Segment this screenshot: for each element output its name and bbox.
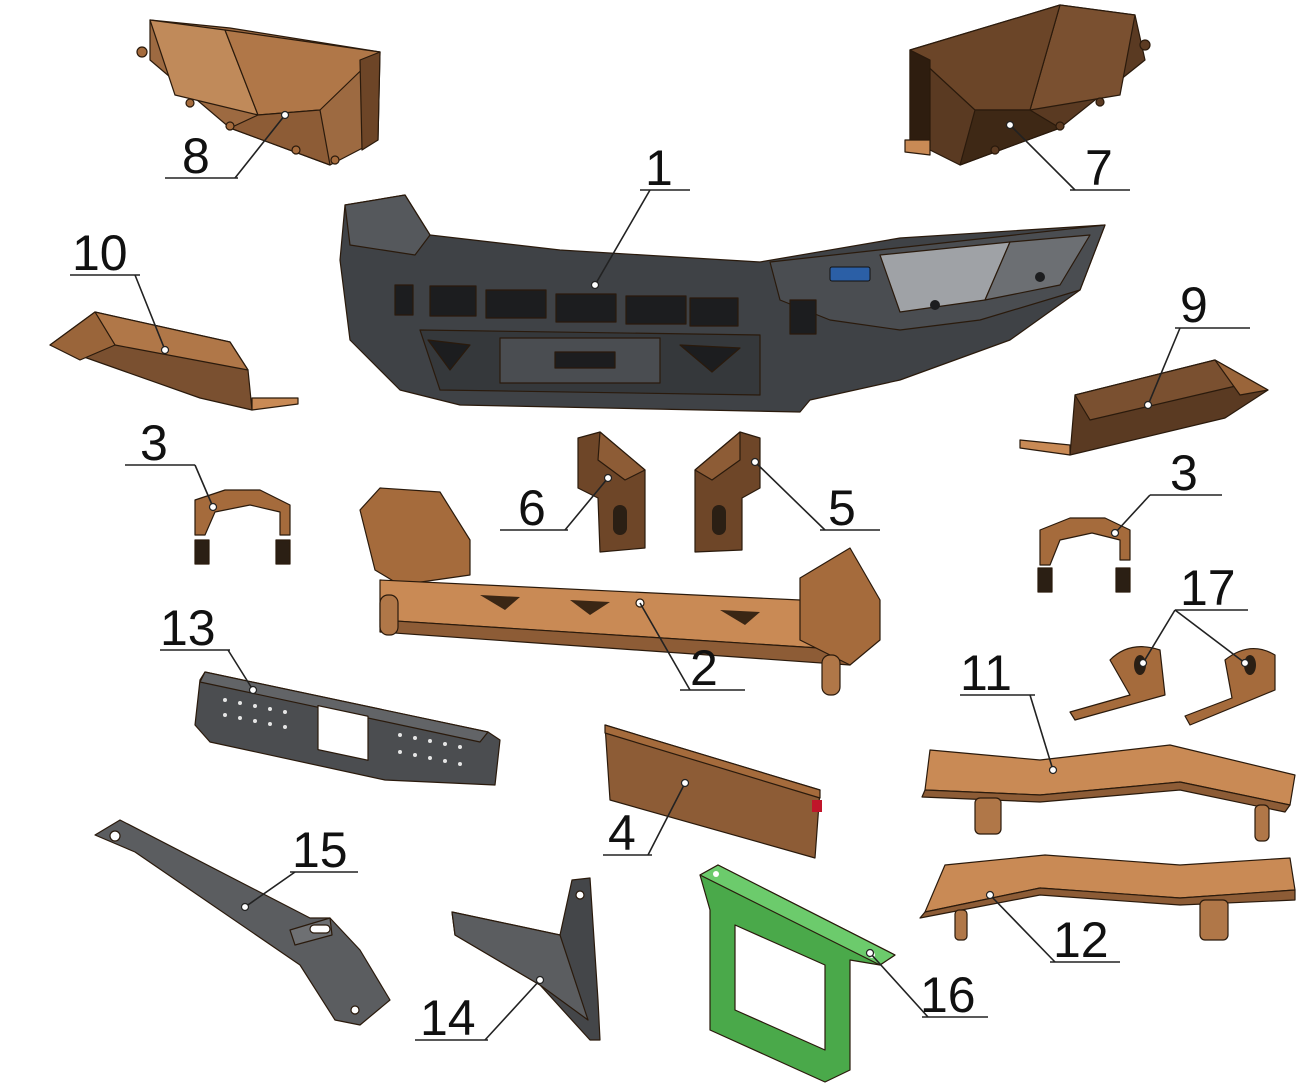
part-8-left-fender-guard bbox=[136, 19, 381, 166]
callout-6: 6 bbox=[500, 473, 613, 536]
callout-6-label: 6 bbox=[518, 480, 546, 536]
part-14-bracket bbox=[451, 877, 601, 1041]
part-13-mesh-panel bbox=[194, 671, 501, 786]
callout-3-left: 3 bbox=[125, 415, 218, 512]
part-4-plate bbox=[604, 724, 822, 859]
part-15-strap bbox=[94, 819, 391, 1026]
part-5-bracket bbox=[694, 431, 761, 553]
callout-11: 11 bbox=[960, 645, 1058, 775]
callout-12: 12 bbox=[985, 890, 1120, 968]
callout-14-label: 14 bbox=[420, 990, 476, 1046]
part-10-left-lower-guard bbox=[49, 311, 299, 411]
part-3-left-bracket bbox=[194, 489, 291, 565]
callout-13-label: 13 bbox=[160, 600, 216, 656]
part-16-green-mount bbox=[699, 864, 896, 1083]
callout-8-label: 8 bbox=[182, 128, 210, 184]
part-1-bumper bbox=[339, 194, 1106, 413]
callout-3b-label: 3 bbox=[1170, 445, 1198, 501]
callout-5-label: 5 bbox=[828, 480, 856, 536]
callout-1: 1 bbox=[590, 140, 690, 290]
part-2-crossmember bbox=[359, 487, 881, 696]
callout-2-label: 2 bbox=[690, 640, 718, 696]
callout-8: 8 bbox=[165, 110, 290, 184]
callout-13: 13 bbox=[160, 600, 258, 695]
callout-17: 17 bbox=[1138, 560, 1250, 668]
callout-7: 7 bbox=[1005, 120, 1130, 196]
callout-15-label: 15 bbox=[292, 822, 348, 878]
part-9-right-lower-guard bbox=[1019, 359, 1269, 456]
callout-9-label: 9 bbox=[1180, 277, 1208, 333]
part-17-brackets bbox=[1069, 646, 1276, 726]
callout-10: 10 bbox=[70, 225, 170, 355]
callout-1-label: 1 bbox=[645, 140, 673, 196]
callout-12-label: 12 bbox=[1053, 912, 1109, 968]
callout-4-label: 4 bbox=[608, 805, 636, 861]
callout-15: 15 bbox=[240, 822, 358, 912]
callout-10-label: 10 bbox=[72, 225, 128, 281]
callout-4: 4 bbox=[603, 778, 690, 861]
callout-17-label: 17 bbox=[1180, 560, 1236, 616]
callout-3a-label: 3 bbox=[140, 415, 168, 471]
callout-3-right: 3 bbox=[1110, 445, 1222, 538]
callout-5: 5 bbox=[750, 457, 880, 536]
part-12-skid-plate bbox=[919, 854, 1296, 941]
callout-7-label: 7 bbox=[1085, 140, 1113, 196]
callout-9: 9 bbox=[1143, 277, 1250, 410]
part-3-right-bracket bbox=[1037, 517, 1131, 593]
callout-11-label: 11 bbox=[960, 645, 1012, 701]
part-7-right-fender-guard bbox=[904, 4, 1151, 166]
part-6-bracket bbox=[577, 431, 646, 553]
callout-2: 2 bbox=[639, 602, 745, 696]
callout-16-label: 16 bbox=[920, 967, 976, 1023]
callout-14: 14 bbox=[415, 975, 545, 1046]
part-11-skid-plate bbox=[921, 744, 1296, 842]
callout-16: 16 bbox=[865, 948, 988, 1023]
